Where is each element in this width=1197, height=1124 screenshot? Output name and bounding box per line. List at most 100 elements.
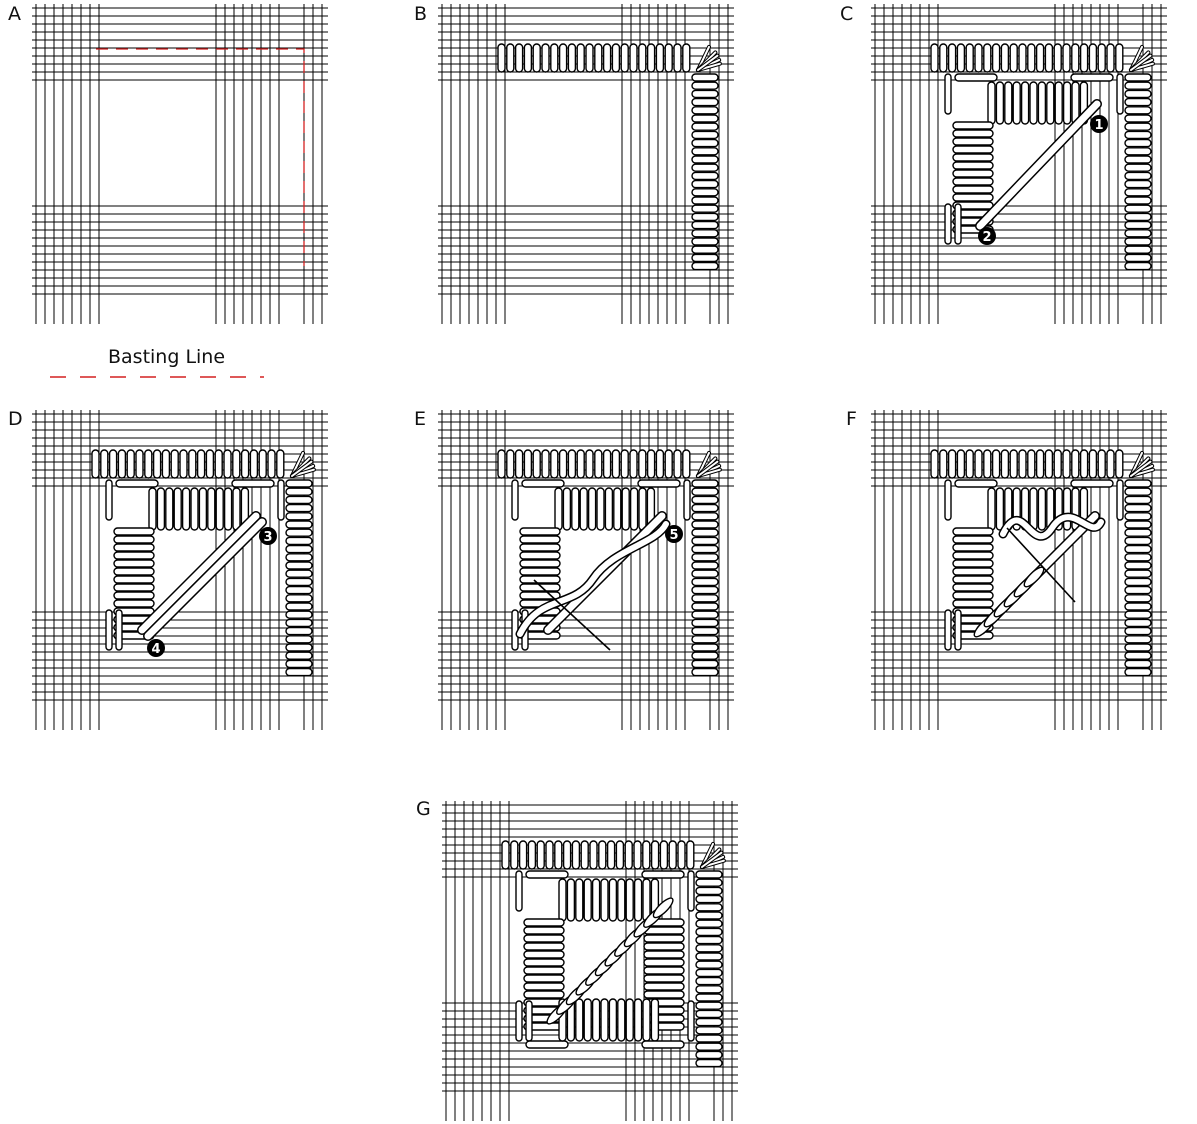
- satin-stitch: [1125, 263, 1151, 270]
- satin-stitch: [631, 488, 638, 530]
- panel-label-g: G: [416, 798, 431, 820]
- satin-stitch: [656, 450, 663, 478]
- satin-stitch: [1005, 82, 1012, 124]
- satin-stitch: [286, 587, 312, 594]
- satin-stitch: [1081, 44, 1088, 72]
- satin-stitch: [692, 529, 718, 536]
- satin-stitch: [286, 529, 312, 536]
- satin-stitch: [993, 44, 1000, 72]
- satin-stitch: [975, 450, 982, 478]
- satin-stitch: [1028, 450, 1035, 478]
- satin-stitch: [692, 99, 718, 106]
- satin-stitch: [1125, 82, 1151, 89]
- satin-stitch: [567, 879, 574, 921]
- diagonal-bar-fill: [142, 516, 256, 630]
- satin-stitch: [542, 450, 549, 478]
- satin-stitch: [277, 450, 284, 478]
- satin-stitch: [286, 554, 312, 561]
- satin-stitch: [692, 562, 718, 569]
- satin-stitch: [696, 896, 722, 903]
- satin-stitch: [949, 450, 956, 478]
- satin-stitch: [564, 841, 571, 869]
- satin-stitch: [953, 138, 993, 145]
- satin-stitch: [114, 592, 154, 599]
- satin-stitch: [286, 628, 312, 635]
- outer-satin-border: [498, 44, 720, 270]
- satin-stitch: [953, 154, 993, 161]
- satin-stitch: [286, 513, 312, 520]
- panel-label-c: C: [840, 3, 853, 25]
- satin-stitch: [643, 841, 650, 869]
- satin-stitch: [692, 546, 718, 553]
- satin-stitch: [577, 450, 584, 478]
- satin-stitch: [286, 652, 312, 659]
- satin-stitch: [696, 904, 722, 911]
- satin-stitch: [1125, 587, 1151, 594]
- satin-stitch: [945, 204, 951, 244]
- satin-stitch: [618, 999, 625, 1041]
- satin-stitch: [584, 879, 591, 921]
- satin-stitch: [498, 44, 505, 72]
- satin-stitch: [953, 568, 993, 575]
- satin-stitch: [993, 450, 1000, 478]
- satin-stitch: [692, 213, 718, 220]
- satin-stitch: [687, 841, 694, 869]
- satin-stitch: [931, 44, 938, 72]
- satin-stitch: [1019, 44, 1026, 72]
- satin-stitch: [1030, 488, 1037, 530]
- satin-stitch: [286, 611, 312, 618]
- satin-stitch: [286, 546, 312, 553]
- satin-stitch: [618, 879, 625, 921]
- satin-stitch: [286, 496, 312, 503]
- panel-b: [438, 4, 734, 324]
- satin-stitch: [1125, 611, 1151, 618]
- satin-stitch: [199, 488, 206, 530]
- satin-stitch: [520, 560, 560, 567]
- satin-stitch: [106, 610, 112, 650]
- satin-stitch: [101, 450, 108, 478]
- satin-stitch: [665, 44, 672, 72]
- satin-stitch: [1055, 82, 1062, 124]
- satin-stitch: [286, 603, 312, 610]
- satin-stitch: [1116, 450, 1123, 478]
- satin-stitch: [1125, 529, 1151, 536]
- satin-stitch: [1125, 131, 1151, 138]
- satin-stitch: [953, 528, 993, 535]
- satin-stitch: [1125, 156, 1151, 163]
- satin-stitch: [692, 90, 718, 97]
- satin-stitch: [692, 172, 718, 179]
- satin-stitch: [116, 610, 122, 650]
- satin-stitch: [1125, 164, 1151, 171]
- satin-stitch: [1125, 140, 1151, 147]
- satin-stitch: [555, 488, 562, 530]
- satin-stitch: [1089, 450, 1096, 478]
- satin-stitch: [644, 983, 684, 990]
- satin-stitch: [110, 450, 117, 478]
- panel-g: [442, 801, 738, 1121]
- satin-stitch: [533, 44, 540, 72]
- satin-stitch: [511, 841, 518, 869]
- satin-stitch: [286, 505, 312, 512]
- satin-stitch: [572, 488, 579, 530]
- satin-stitch: [520, 841, 527, 869]
- satin-stitch: [688, 1001, 694, 1041]
- satin-stitch: [198, 450, 205, 478]
- satin-stitch: [1038, 82, 1045, 124]
- satin-stitch: [945, 610, 951, 650]
- satin-stitch: [692, 74, 718, 81]
- satin-stitch: [626, 999, 633, 1041]
- fabric-grid: [32, 4, 328, 324]
- satin-stitch: [528, 841, 535, 869]
- satin-stitch: [542, 44, 549, 72]
- satin-stitch: [1125, 660, 1151, 667]
- satin-stitch: [644, 967, 684, 974]
- diagonal-bar-2-fill: [148, 522, 262, 636]
- satin-stitch: [1125, 123, 1151, 130]
- inner-satin-bars: [106, 480, 284, 650]
- satin-stitch: [189, 450, 196, 478]
- satin-stitch: [696, 937, 722, 944]
- satin-stitch: [688, 871, 694, 911]
- satin-stitch: [696, 928, 722, 935]
- satin-stitch: [1125, 619, 1151, 626]
- satin-stitch: [597, 488, 604, 530]
